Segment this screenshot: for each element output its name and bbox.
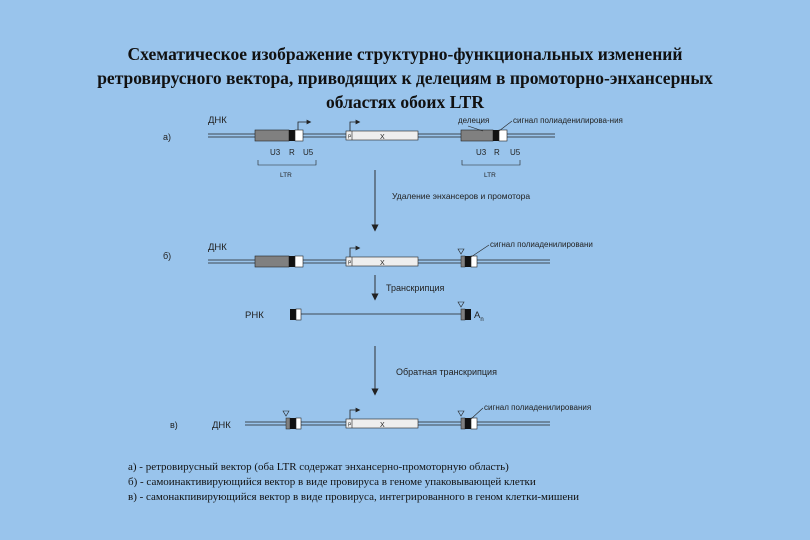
title-line-1: Схематическое изображение структурно-фун… — [127, 44, 683, 64]
insert-b: P X — [345, 245, 419, 267]
ltr-label: LTR — [484, 172, 496, 179]
gene-insert-box — [345, 256, 419, 267]
transcription-start-arrow — [297, 119, 312, 130]
title-line-2: ретровирусного вектора, приводящих к дел… — [97, 68, 713, 88]
polya-signal-label: сигнал полиаденилирова-ния — [513, 116, 623, 125]
polya-tail-label: An — [474, 310, 484, 323]
row-b-letter: б) — [163, 251, 171, 261]
r-box — [290, 309, 296, 320]
deletion-triangle-icon — [457, 301, 465, 308]
u3-box-deleted — [285, 417, 291, 430]
gene-insert-box — [345, 130, 419, 141]
ltr-bracket — [461, 160, 521, 166]
gene-label: X — [380, 134, 385, 141]
row-c-dna-label: ДНК — [212, 420, 231, 431]
promoter-arrow — [349, 407, 361, 419]
ltr-right: делеция сигнал полиаденилирова-ния U3 R … — [458, 116, 623, 179]
gene-insert-box — [345, 418, 419, 429]
ltr-right-deleted: сигнал полиаденилировани — [457, 240, 593, 268]
ltr-left: U3 R U5 LTR — [254, 119, 317, 179]
r-label: R — [289, 148, 295, 157]
row-c: в) ДНК P X сигнал полиаденилирования — [170, 403, 591, 431]
promoter-arrow — [349, 245, 361, 257]
r-box — [465, 418, 471, 429]
deletion-triangle-icon — [282, 410, 290, 417]
u5-label: U5 — [303, 148, 314, 157]
u5-box — [294, 255, 304, 268]
gene-label: X — [380, 422, 385, 429]
ltr-left — [254, 255, 304, 268]
step1-label: Удаление энхансеров и промотора — [392, 191, 530, 201]
promoter-label: P — [348, 135, 352, 141]
u5-box — [295, 308, 302, 321]
u3-box-deleted — [460, 308, 466, 321]
page-title: Схематическое изображение структурно-фун… — [60, 42, 750, 114]
polya-signal-label: сигнал полиаденилировани — [490, 240, 593, 249]
polya-pointer — [470, 407, 484, 420]
figure-legend: а) - ретровирусный вектор (оба LTR содер… — [128, 460, 768, 505]
row-b: б) ДНК P X сигнал полиаденилировани — [163, 240, 593, 268]
r-box — [465, 309, 471, 320]
row-a-dna-label: ДНК — [208, 115, 227, 126]
u5-box — [295, 417, 302, 430]
row-a-letter: а) — [163, 132, 171, 142]
deletion-triangle-icon — [457, 248, 465, 255]
legend-item-c: в) - самонакпивирующийся вектор в виде п… — [128, 491, 579, 503]
title-line-3: областях обоих LTR — [326, 92, 484, 112]
u3-label: U3 — [476, 148, 487, 157]
u5-label: U5 — [510, 148, 521, 157]
deletion-pointer — [467, 125, 484, 132]
r-label: R — [494, 148, 500, 157]
promoter-label: P — [348, 423, 352, 429]
u3-label: U3 — [270, 148, 281, 157]
u5-box — [470, 417, 478, 430]
legend-item-b: б) - самоинактивирующийся вектор в виде … — [128, 476, 536, 488]
ltr-left-deleted — [282, 410, 302, 430]
ltr-right-deleted: сигнал полиаденилирования — [457, 403, 591, 430]
polya-pointer — [470, 244, 490, 258]
deletion-label: делеция — [458, 116, 489, 125]
u5-box — [294, 129, 304, 142]
step2-label: Транскрипция — [386, 283, 444, 293]
promoter-label: P — [348, 261, 352, 267]
row-c-letter: в) — [170, 420, 178, 430]
u3-box — [460, 129, 494, 142]
promoter-arrow — [349, 119, 361, 131]
gene-label: X — [380, 260, 385, 267]
r-box — [493, 130, 499, 141]
u3-box — [254, 255, 290, 268]
r-box — [289, 256, 295, 267]
polya-pointer — [498, 120, 513, 132]
polya-signal-label: сигнал полиаденилирования — [484, 403, 591, 412]
row-b-dna-label: ДНК — [208, 242, 227, 253]
row-a: а) ДНК U3 R U5 LTR P X — [163, 115, 623, 179]
row-rna: РНК An — [245, 301, 484, 323]
ltr-label: LTR — [280, 172, 292, 179]
u5-box — [470, 255, 478, 268]
u3-box-deleted — [460, 417, 466, 430]
u3-box-deleted — [460, 255, 466, 268]
u5-box — [498, 129, 508, 142]
r-box — [465, 256, 471, 267]
r-box — [289, 130, 295, 141]
deletion-triangle-icon — [457, 410, 465, 417]
legend-item-a: а) - ретровирусный вектор (оба LTR содер… — [128, 461, 509, 473]
step3-label: Обратная транскрипция — [396, 367, 497, 377]
insert-a: P X — [345, 119, 419, 141]
r-box — [290, 418, 296, 429]
rna-label: РНК — [245, 310, 264, 321]
insert-c: P X — [345, 407, 419, 429]
ltr-bracket — [257, 160, 317, 166]
u3-box — [254, 129, 290, 142]
